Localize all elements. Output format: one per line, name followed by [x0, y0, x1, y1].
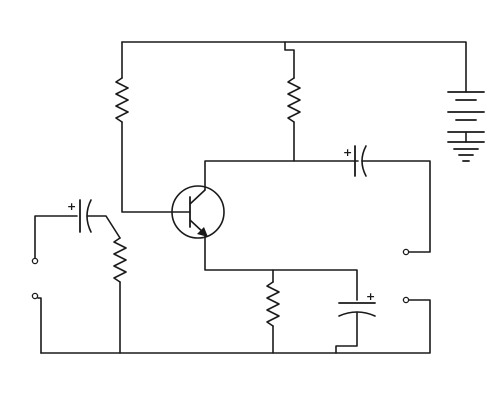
- output-cap-polarity-label: +: [343, 146, 352, 159]
- top-supply-wire: [121, 41, 467, 93]
- npn-transistor-symbol: [171, 185, 225, 239]
- input-negative-wire: [37, 297, 42, 354]
- bypass-cap-polarity-label: +: [366, 290, 375, 303]
- input-terminal-bottom[interactable]: [31, 292, 39, 300]
- base-wire: [121, 121, 173, 213]
- emitter-wire: [204, 233, 358, 301]
- resistor-bias-top: [115, 77, 129, 123]
- output-terminal-top[interactable]: [402, 248, 410, 256]
- collector-supply-wire: [284, 41, 295, 79]
- ground-return-wire: [40, 299, 431, 354]
- input-cap-polarity-label: +: [67, 200, 76, 213]
- output-terminal-bottom[interactable]: [402, 296, 410, 304]
- input-terminal-top[interactable]: [31, 257, 39, 265]
- bypass-cap-bottom-wire: [335, 311, 358, 354]
- output-wire: [361, 160, 431, 253]
- resistor-collector: [287, 77, 301, 123]
- input-wire: [34, 215, 78, 259]
- ground-symbol: [447, 141, 485, 162]
- resistor-emitter: [266, 281, 280, 327]
- input-to-base-wire: [86, 215, 121, 239]
- battery-symbol: [447, 91, 485, 133]
- resistor-bias-bottom: [113, 237, 127, 283]
- collector-wire: [204, 160, 359, 191]
